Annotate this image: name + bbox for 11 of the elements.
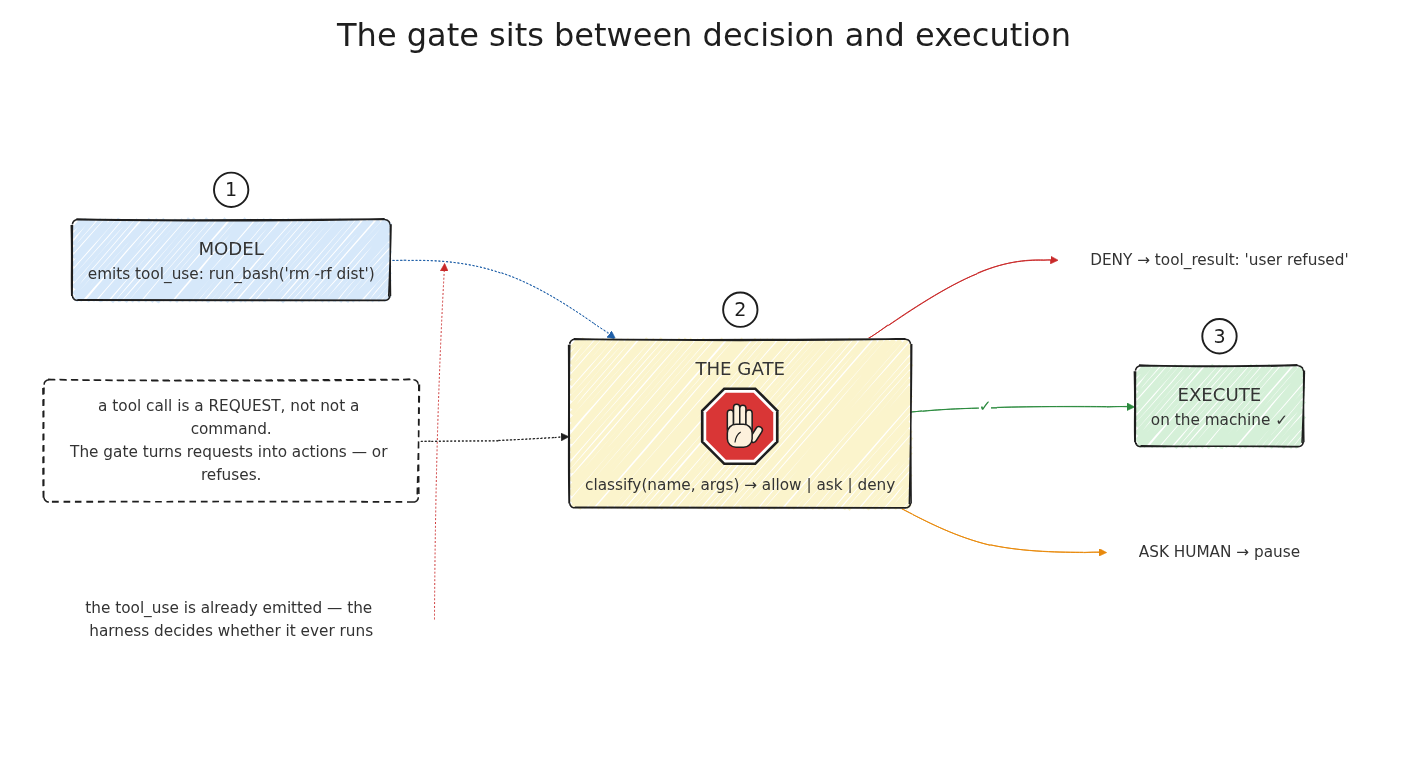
node-text: the tool_use is already emitted — the harness decides whether it ever runs (85, 598, 374, 640)
step-number: 3 (1201, 318, 1238, 355)
diagram-title: The gate sits between decision and execution (337, 16, 1071, 54)
node-text: EXECUTE on the machine ✓ (1150, 384, 1288, 429)
node-text: ASK HUMAN → pause (1138, 542, 1301, 561)
node-text: a tool call is a REQUEST, not not a command. The gate turns requests into actions — or refuses. (70, 397, 388, 484)
node-text: MODEL emits tool_use: run_bash('rm -rf dist') (87, 237, 375, 283)
step-number: 2 (722, 291, 759, 328)
step-number: 1 (213, 171, 250, 208)
node-text: DENY → tool_result: 'user refused' (1090, 250, 1349, 269)
edge-label: ✓ (978, 396, 992, 415)
